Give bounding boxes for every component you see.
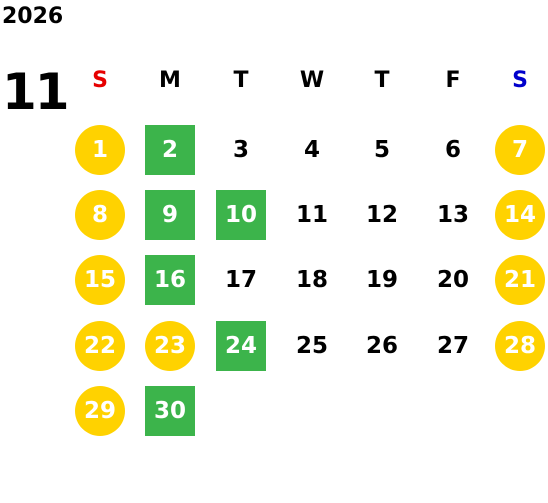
year-label: 2026	[2, 4, 64, 29]
day-cell-24: 24	[216, 321, 266, 371]
weekday-header-sun: S	[92, 67, 108, 93]
day-cell-21: 21	[495, 255, 545, 305]
day-cell-6: 6	[444, 137, 461, 163]
weekday-header-mon: M	[159, 67, 181, 93]
day-cell-19: 19	[365, 267, 398, 293]
month-number: 11	[2, 63, 70, 121]
day-cell-18: 18	[295, 267, 328, 293]
day-cell-8: 8	[75, 190, 125, 240]
day-cell-20: 20	[436, 267, 469, 293]
day-cell-27: 27	[436, 333, 469, 359]
weekday-header-sat: S	[512, 67, 528, 93]
day-cell-13: 13	[436, 202, 469, 228]
day-cell-23: 23	[145, 321, 195, 371]
weekday-header-tue: T	[233, 67, 249, 93]
weekday-header-wed: W	[299, 67, 325, 93]
day-cell-12: 12	[365, 202, 398, 228]
day-cell-22: 22	[75, 321, 125, 371]
day-cell-1: 1	[75, 125, 125, 175]
day-cell-11: 11	[295, 202, 328, 228]
day-cell-29: 29	[75, 386, 125, 436]
day-cell-15: 15	[75, 255, 125, 305]
day-cell-3: 3	[232, 137, 249, 163]
day-cell-5: 5	[373, 137, 390, 163]
day-cell-4: 4	[303, 137, 320, 163]
day-cell-14: 14	[495, 190, 545, 240]
day-cell-25: 25	[295, 333, 328, 359]
day-cell-26: 26	[365, 333, 398, 359]
weekday-header-fri: F	[445, 67, 461, 93]
day-cell-9: 9	[145, 190, 195, 240]
day-cell-28: 28	[495, 321, 545, 371]
day-cell-16: 16	[145, 255, 195, 305]
weekday-header-thu: T	[374, 67, 390, 93]
day-cell-30: 30	[145, 386, 195, 436]
day-cell-2: 2	[145, 125, 195, 175]
day-cell-7: 7	[495, 125, 545, 175]
day-cell-10: 10	[216, 190, 266, 240]
day-cell-17: 17	[224, 267, 257, 293]
